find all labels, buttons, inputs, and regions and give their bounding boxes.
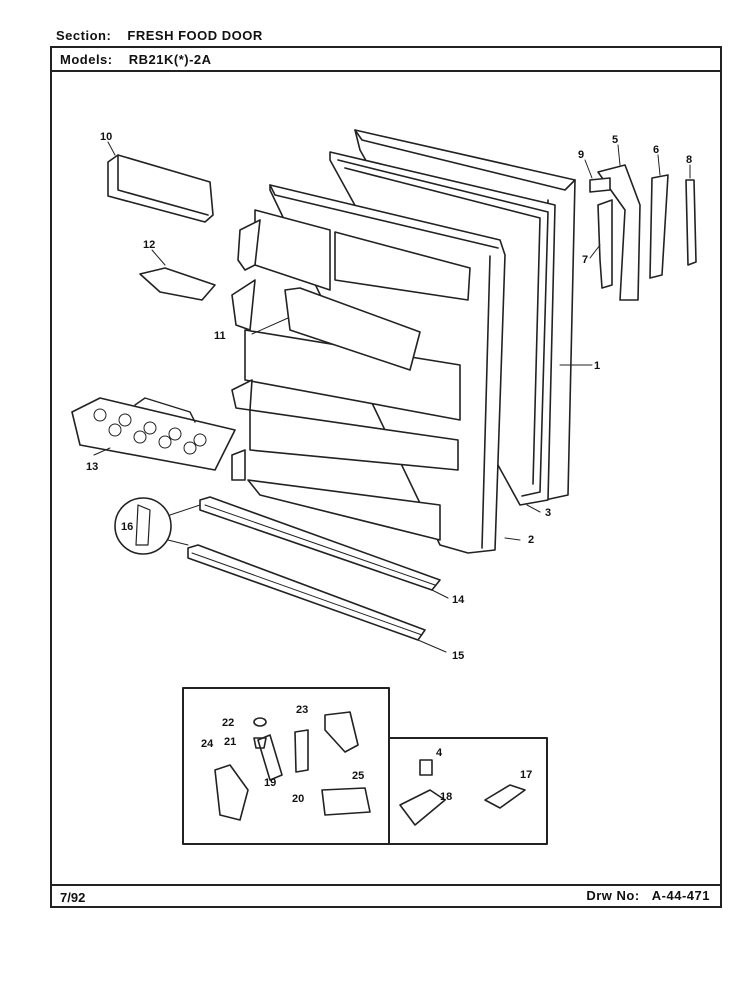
callout-1: 1: [594, 360, 600, 372]
diagram-frame: Models: RB21K(*)-2A 7/92 Drw No: A-44-47…: [50, 46, 722, 908]
liner-shelves: [231, 209, 471, 541]
callout-25: 25: [352, 770, 364, 782]
drawing-number: Drw No: A-44-471: [578, 888, 710, 903]
section-label: Section:: [56, 28, 112, 43]
callout-10: 10: [100, 131, 112, 143]
section-value: FRESH FOOD DOOR: [127, 28, 263, 43]
callout-4: 4: [436, 747, 443, 759]
callout-11: 11: [214, 330, 226, 342]
handle-trim-6: [649, 154, 669, 279]
dairy-door: [107, 141, 214, 223]
callout-9: 9: [578, 149, 584, 161]
callout-23: 23: [296, 704, 308, 716]
footer-divider: [52, 884, 720, 886]
callout-16: 16: [121, 521, 133, 533]
callout-5: 5: [612, 134, 618, 146]
callout-17: 17: [520, 769, 532, 781]
callout-20: 20: [292, 793, 304, 805]
handle-strip-8: [685, 164, 697, 266]
hinge-parts-inset: [182, 687, 390, 845]
models-label: Models:: [60, 52, 113, 67]
callout-6: 6: [653, 144, 659, 156]
callout-13: 13: [86, 461, 98, 473]
drawing-number-label: Drw No:: [586, 888, 640, 903]
shelf-bar: [251, 287, 421, 371]
callout-3: 3: [545, 507, 551, 519]
hinge-shim-9: [584, 159, 611, 193]
callout-2: 2: [528, 534, 534, 546]
hinge-insert-7: [589, 199, 613, 289]
hinge-cover-5: [597, 144, 641, 301]
callout-15: 15: [452, 650, 464, 662]
drawing-number-value: A-44-471: [651, 888, 710, 903]
callout-21: 21: [224, 736, 236, 748]
screw-detail-circle: [114, 497, 201, 555]
callout-14: 14: [452, 594, 465, 606]
callout-24: 24: [201, 738, 214, 750]
footer-date: 7/92: [60, 890, 86, 905]
callout-18: 18: [440, 791, 452, 803]
trim-strip-15: [187, 544, 447, 653]
callout-12: 12: [143, 239, 155, 251]
egg-tray: [71, 397, 236, 471]
models-value: RB21K(*)-2A: [128, 52, 212, 67]
callout-19: 19: [264, 777, 276, 789]
models-heading: Models: RB21K(*)-2A: [60, 52, 224, 67]
models-divider: [52, 70, 720, 72]
callout-8: 8: [686, 154, 692, 166]
shelf-clips-inset: [388, 737, 548, 845]
section-heading: Section: FRESH FOOD DOOR: [56, 28, 275, 43]
callout-22: 22: [222, 717, 234, 729]
trim-strip-14: [199, 496, 449, 599]
butter-dish-lid: [139, 249, 216, 301]
callout-7: 7: [582, 254, 588, 266]
